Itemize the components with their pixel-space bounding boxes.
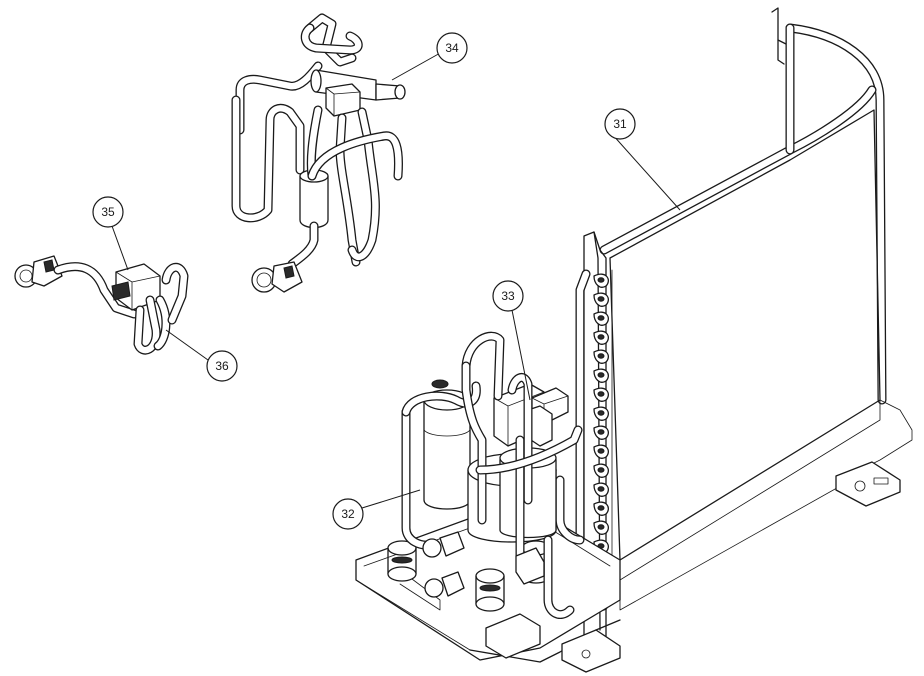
callout-33: 33 xyxy=(492,280,524,312)
coil-tube-end xyxy=(597,334,605,340)
coil-tube-end xyxy=(597,524,605,530)
coil-tube-end xyxy=(597,372,605,378)
callout-32: 32 xyxy=(332,498,364,530)
coil-tube-end xyxy=(597,353,605,359)
callout-34-label: 34 xyxy=(445,41,459,55)
coil-tube-end xyxy=(597,448,605,454)
condenser-coil-assembly xyxy=(575,7,913,647)
leader-lines xyxy=(111,51,681,509)
coil-tube-end xyxy=(597,391,605,397)
callout-35-label: 35 xyxy=(101,205,115,219)
coil-tube-end xyxy=(597,429,605,435)
grommet xyxy=(387,540,417,582)
leader-35 xyxy=(111,225,129,271)
leader-31 xyxy=(611,133,681,211)
leader-33 xyxy=(511,309,531,401)
callout-32-label: 32 xyxy=(341,507,355,521)
callout-31: 31 xyxy=(604,108,636,140)
coil-tube-end xyxy=(597,467,605,473)
coil-tube-end xyxy=(597,315,605,321)
callout-34: 34 xyxy=(436,32,468,64)
callout-35: 35 xyxy=(92,196,124,228)
grommet xyxy=(475,568,505,612)
service-valve-subassembly xyxy=(14,255,189,355)
callout-36-label: 36 xyxy=(215,359,229,373)
four-way-valve-subassembly xyxy=(231,13,406,293)
base-pan xyxy=(355,499,621,673)
leader-36 xyxy=(165,329,209,361)
coil-tube-end xyxy=(597,410,605,416)
coil-tube-end xyxy=(597,277,605,283)
callout-33-label: 33 xyxy=(501,289,515,303)
refrigerant-pipework xyxy=(401,331,585,619)
coil-tube-end xyxy=(597,486,605,492)
coil-tube-end xyxy=(597,296,605,302)
four-way-valve xyxy=(527,387,569,447)
leader-34 xyxy=(391,51,443,81)
leader-32 xyxy=(361,489,421,509)
coil-tube-end xyxy=(597,505,605,511)
callout-36: 36 xyxy=(206,350,238,382)
callout-31-label: 31 xyxy=(613,117,627,131)
compressor xyxy=(423,379,557,543)
